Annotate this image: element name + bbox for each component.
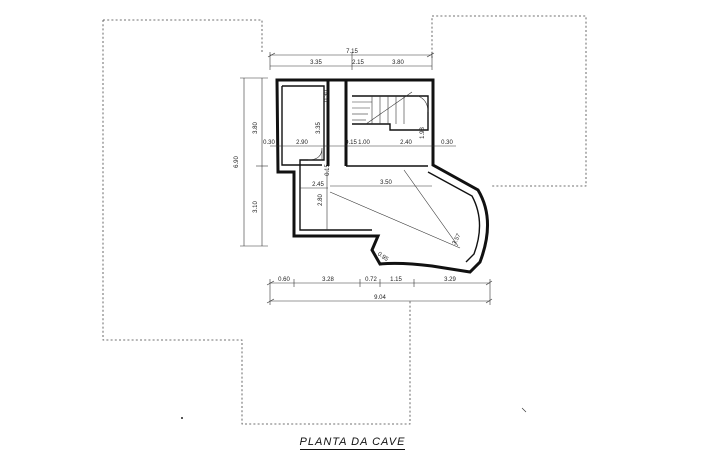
dim-room-top-wall: 0.30 [324,90,330,102]
dim-left-upper: 3.80 [253,122,259,134]
dim-diag-right: 3.57 [452,232,463,246]
dim-corridor-width: 2.45 [312,182,324,188]
dim-corridor-height: 2.80 [318,194,324,206]
staircase [352,91,429,125]
tick-mark [521,407,527,413]
dim-top-left: 3.35 [310,60,322,66]
dim-wall-left: 0.30 [263,140,275,146]
dimension-top: 7.15 3.35 2.15 3.80 [267,49,435,70]
dim-wall-mid: 0.15 [345,140,357,146]
dim-bottom-c: 0.72 [365,277,377,283]
dim-bottom-b: 3.28 [322,277,334,283]
dim-hall-width: 3.50 [380,180,392,186]
site-outline-left [103,19,263,52]
dim-top-right: 3.80 [392,60,404,66]
dimension-bottom: 0.60 3.28 0.72 1.15 3.29 9.04 [266,277,493,305]
dim-right-wall: 0.30 [441,140,453,146]
dim-top-total: 7.15 [346,49,358,55]
dim-right-span: 2.40 [400,140,412,146]
dim-left-lower: 3.10 [253,201,259,213]
dim-mid-span: 1.00 [358,140,370,146]
dim-top-mid: 2.15 [352,60,364,66]
dim-room-width: 2.90 [296,140,308,146]
site-outline-left-lower [102,20,411,425]
dim-bottom-d: 1.15 [390,277,402,283]
dim-diag-small: 0.95 [376,251,390,263]
dim-small-a: 0.15 [325,164,331,176]
dim-room-height: 3.35 [316,122,322,134]
dim-bottom-e: 3.29 [444,277,456,283]
plan-title: PLANTA DA CAVE [0,436,705,450]
plan-title-text: PLANTA DA CAVE [299,436,406,450]
dim-left-total: 6.90 [234,156,240,168]
door-swing [307,147,323,161]
dot-mark [181,417,183,419]
section-line-b [329,191,461,249]
dim-bottom-a: 0.60 [278,277,290,283]
dimension-interior: 0.30 2.90 0.15 1.00 2.40 0.30 0.30 3.35 … [263,90,463,264]
dim-bottom-total: 9.04 [374,295,386,301]
dim-stair-height: 1.98 [420,127,426,139]
building-walls [275,78,490,274]
section-line [403,169,459,247]
site-outline-right [431,15,587,187]
dimension-left: 6.90 3.80 3.10 [234,77,268,247]
